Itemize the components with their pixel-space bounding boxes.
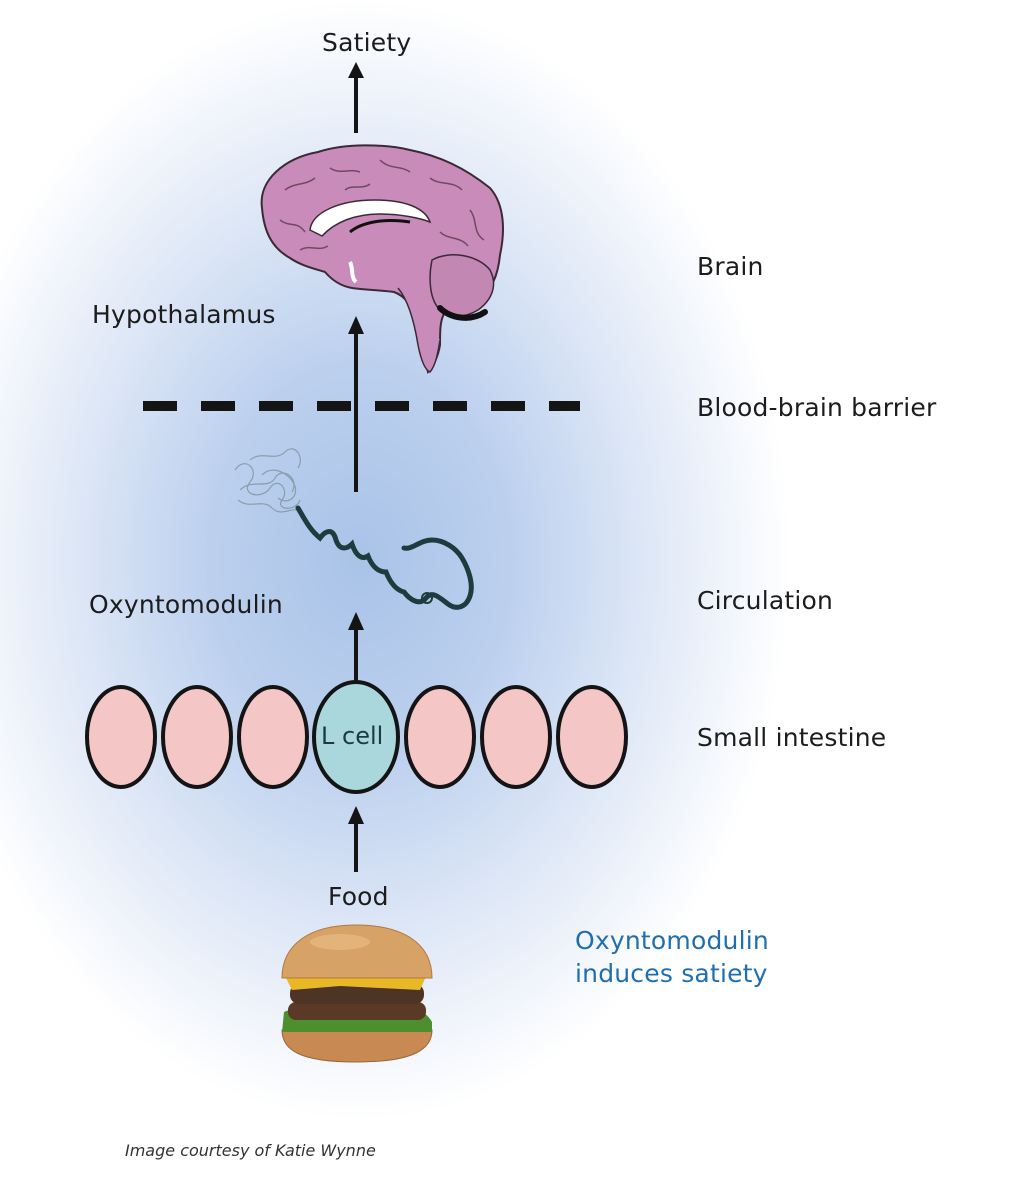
intestine-cell [85,685,157,789]
peptide-icon [234,448,474,610]
caption-line-2: induces satiety [575,959,768,988]
image-credit: Image courtesy of Katie Wynne [125,1141,376,1160]
label-l-cell: L cell [321,722,384,750]
arrow-to-hypothalamus [348,316,364,492]
arrow-to-satiety [348,62,364,133]
intestine-cell [161,685,233,789]
label-food: Food [328,882,389,911]
hamburger-icon [281,924,433,1063]
level-label-brain: Brain [697,252,764,281]
small-intestine-cells [85,680,628,794]
intestine-cell [480,685,552,789]
level-label-small-intestine: Small intestine [697,723,887,752]
intestine-cell [237,685,309,789]
brain-icon [260,144,504,374]
arrow-from-food [348,806,364,872]
caption-line-1: Oxyntomodulin [575,926,769,955]
arrow-to-circulation [348,612,364,688]
level-label-circulation: Circulation [697,586,834,615]
label-hypothalamus: Hypothalamus [92,300,276,329]
l-cell [312,680,400,794]
label-oxyntomodulin: Oxyntomodulin [89,590,283,619]
level-label-blood-brain-barrier: Blood-brain barrier [697,393,937,422]
intestine-cell [556,685,628,789]
intestine-cell [404,685,476,789]
label-satiety: Satiety [322,28,412,57]
